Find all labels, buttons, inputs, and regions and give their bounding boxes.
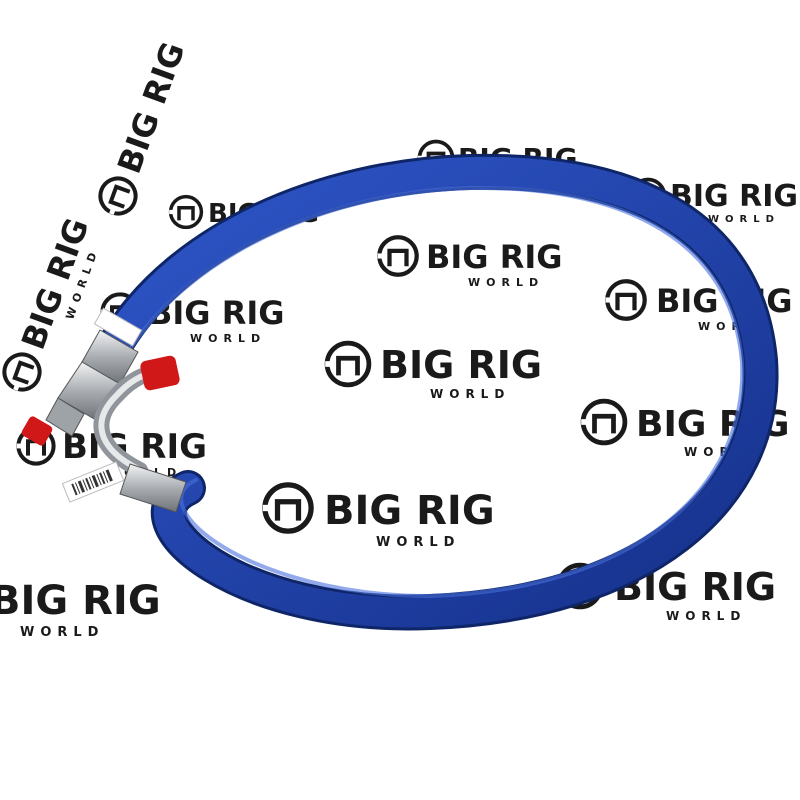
watermark-logo: BIG RIG WORLD [0,578,161,640]
bent-tube-fitting [61,355,187,513]
watermark-logo: BIG RIG WORLD [606,281,793,333]
watermark-tagline-text: WORLD [708,214,780,225]
watermark-logo: BIG RIG WORLD [263,485,495,550]
watermark-brand-text: BIG RIG [426,238,563,276]
watermark-brand-text: BIG RIG [380,343,542,387]
watermark-tagline-text: WORLD [20,625,104,640]
watermark-logo: BIG RIG [95,37,192,221]
watermark-logo: BIG RIG WORLD [325,343,542,401]
part-label [93,307,143,347]
red-dust-cap [140,355,180,391]
watermark-tagline-text: WORLD [666,609,746,623]
watermark-tagline-text: WORLD [376,535,460,550]
red-dust-cap [21,416,53,446]
watermark-tagline-text: WORLD [190,332,266,345]
hydraulic-hose [100,153,779,631]
barcode-label [61,461,125,503]
watermark-brand-text: BIG RIG [0,578,161,624]
watermark-brand-text: BIG RIG [110,37,192,178]
watermark-tagline-text: WORLD [430,387,510,401]
watermark-tagline-text: WORLD [468,276,544,289]
watermark-brand-text: BIG RIG [324,488,495,534]
watermark-logo: BIG RIG WORLD [378,237,563,289]
